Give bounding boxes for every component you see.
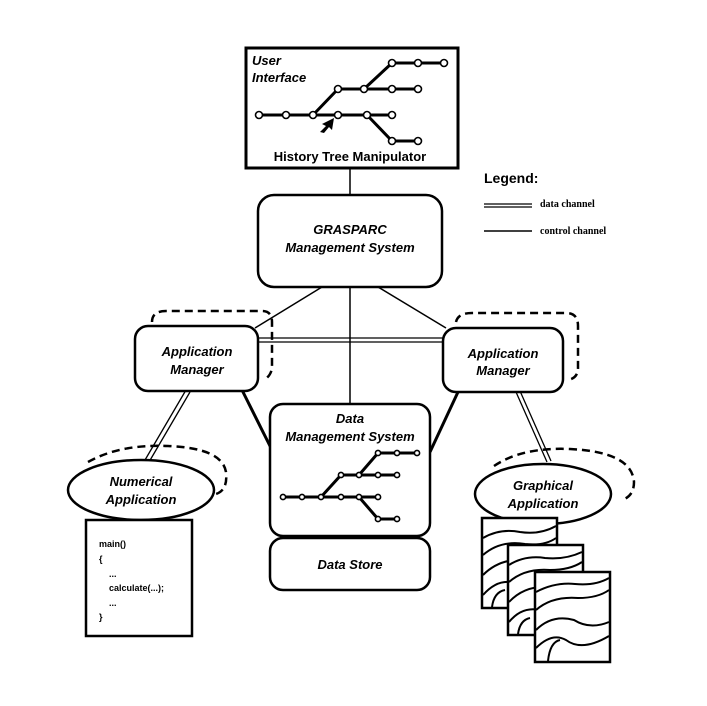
tree-node[interactable] bbox=[333, 110, 343, 120]
app-manager-right-line2: Manager bbox=[476, 363, 530, 378]
user-interface-label-line2: Interface bbox=[252, 70, 306, 85]
gms-label-line2: Management System bbox=[285, 240, 415, 255]
legend-data-channel-label: data channel bbox=[540, 199, 595, 210]
graphical-app-line1: Graphical bbox=[513, 478, 573, 493]
dms-label-line1: Data bbox=[336, 411, 364, 426]
tree-node[interactable] bbox=[298, 493, 306, 501]
tree-node[interactable] bbox=[308, 110, 318, 120]
tree-node[interactable] bbox=[439, 58, 449, 68]
app-manager-right-instance-outline bbox=[454, 311, 580, 382]
tree-node[interactable] bbox=[413, 449, 421, 457]
tree-node[interactable] bbox=[355, 471, 363, 479]
legend-control-channel-label: control channel bbox=[540, 226, 606, 237]
tree-node[interactable] bbox=[333, 84, 343, 94]
history-tree-manipulator-caption: History Tree Manipulator bbox=[274, 149, 426, 164]
code-listing: main() { ... calculate(...); ... } bbox=[84, 518, 194, 638]
tree-node[interactable] bbox=[413, 58, 423, 68]
contour-plot bbox=[533, 570, 612, 664]
app-manager-left-instance-outline bbox=[150, 309, 274, 382]
numerical-app-line1: Numerical bbox=[110, 474, 173, 489]
code-line: ... bbox=[109, 598, 117, 608]
tree-node[interactable] bbox=[362, 110, 372, 120]
dms-box[interactable]: Data Management System bbox=[268, 402, 432, 538]
numerical-app-instance-outline bbox=[87, 444, 228, 496]
tree-node[interactable] bbox=[387, 84, 397, 94]
tree-node[interactable] bbox=[317, 493, 325, 501]
tree-node[interactable] bbox=[387, 110, 397, 120]
tree-node[interactable] bbox=[337, 471, 345, 479]
legend: Legend: data channel control channel bbox=[484, 170, 606, 237]
connections bbox=[144, 168, 552, 463]
graphical-app-instance-outline bbox=[493, 447, 636, 502]
tree-node[interactable] bbox=[355, 493, 363, 501]
contour-plot-stack bbox=[480, 516, 612, 664]
dms-history-tree bbox=[279, 449, 421, 523]
tree-node[interactable] bbox=[337, 493, 345, 501]
tree-node[interactable] bbox=[393, 449, 401, 457]
code-line: } bbox=[99, 612, 103, 622]
dms-label-line2: Management System bbox=[285, 429, 415, 444]
graphical-app-line2: Application bbox=[507, 496, 579, 511]
connection-manager-manager-data bbox=[258, 337, 444, 343]
tree-node[interactable] bbox=[393, 471, 401, 479]
data-store-box[interactable]: Data Store bbox=[268, 536, 432, 592]
tree-node[interactable] bbox=[281, 110, 291, 120]
app-manager-right-line1: Application bbox=[467, 346, 539, 361]
code-line: main() bbox=[99, 539, 126, 549]
gms-label-line1: GRASPARC bbox=[313, 222, 387, 237]
data-store-label: Data Store bbox=[317, 557, 382, 572]
legend-title: Legend: bbox=[484, 170, 538, 186]
tree-node[interactable] bbox=[393, 515, 401, 523]
connection-gms-left-manager bbox=[254, 286, 323, 329]
legend-data-channel-swatch bbox=[484, 203, 532, 208]
app-manager-left-line2: Manager bbox=[170, 362, 224, 377]
connection-right-manager-dms bbox=[428, 391, 460, 453]
connection-left-manager-numerical-data bbox=[144, 389, 191, 463]
tree-node[interactable] bbox=[359, 84, 369, 94]
code-line: calculate(...); bbox=[109, 583, 164, 593]
app-manager-left[interactable]: Application Manager bbox=[133, 309, 274, 393]
app-manager-right[interactable]: Application Manager bbox=[441, 311, 580, 394]
code-line: ... bbox=[109, 569, 117, 579]
tree-node[interactable] bbox=[387, 136, 397, 146]
graphical-application[interactable]: Graphical Application bbox=[473, 447, 636, 664]
tree-node[interactable] bbox=[374, 449, 382, 457]
tree-node[interactable] bbox=[374, 515, 382, 523]
tree-node[interactable] bbox=[254, 110, 264, 120]
gms-box[interactable]: GRASPARC Management System bbox=[256, 193, 444, 289]
app-manager-left-line1: Application bbox=[161, 344, 233, 359]
pointer-arrow-icon bbox=[320, 118, 334, 133]
numerical-app-line2: Application bbox=[105, 492, 177, 507]
tree-node[interactable] bbox=[374, 471, 382, 479]
connection-gms-right-manager bbox=[377, 286, 447, 329]
user-interface-label-line1: User bbox=[252, 53, 282, 68]
tree-node[interactable] bbox=[413, 84, 423, 94]
connection-left-manager-dms bbox=[240, 389, 274, 451]
tree-node[interactable] bbox=[279, 493, 287, 501]
numerical-application[interactable]: Numerical Application main() { ... calcu… bbox=[66, 444, 228, 638]
tree-node[interactable] bbox=[413, 136, 423, 146]
history-tree bbox=[254, 58, 449, 146]
tree-node[interactable] bbox=[374, 493, 382, 501]
tree-node[interactable] bbox=[387, 58, 397, 68]
user-interface-panel: User Interface History Tre bbox=[244, 46, 460, 170]
code-line: { bbox=[99, 554, 103, 564]
